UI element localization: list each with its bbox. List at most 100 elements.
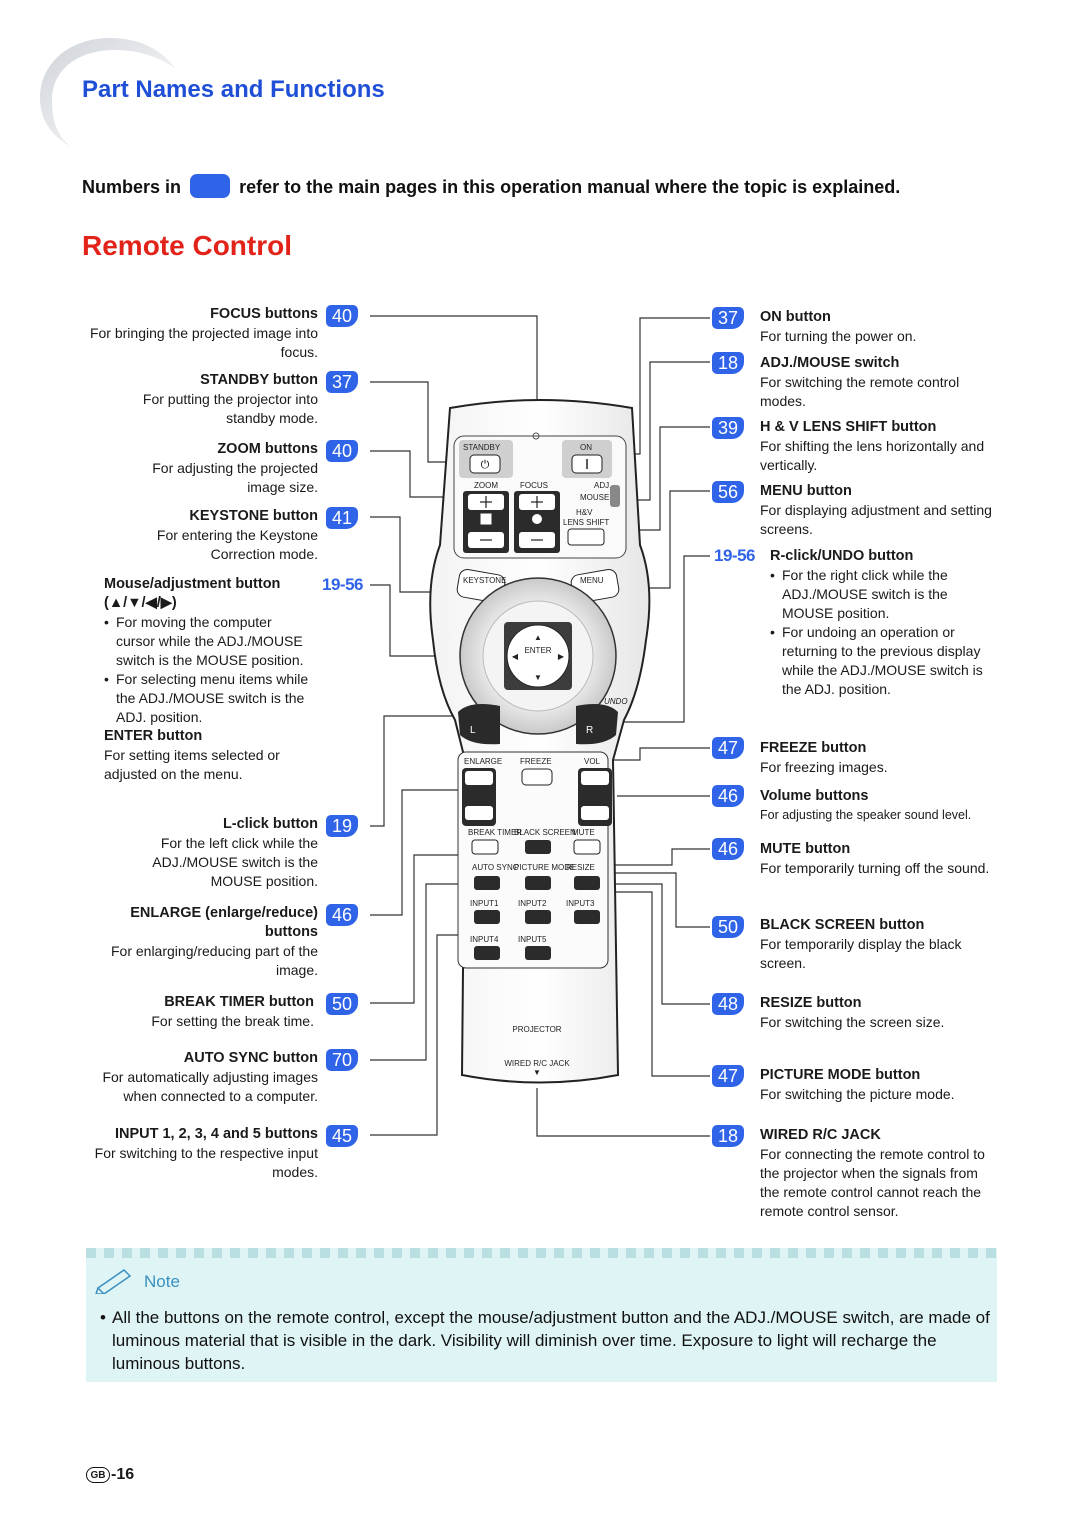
mute-button[interactable]	[573, 839, 601, 855]
page-badge: 46	[326, 904, 359, 926]
enlarge-minus-button[interactable]	[465, 806, 493, 820]
volume-plus-button[interactable]	[581, 771, 609, 785]
page-badge: 18	[712, 352, 745, 374]
page-badge: 37	[712, 307, 745, 329]
menu-button-label: MENU button For displaying adjustment an…	[760, 482, 1000, 539]
wired-jack-text: WIRED R/C JACK	[504, 1059, 570, 1068]
label-name: AUTO SYNC button	[183, 1050, 318, 1066]
standby-button[interactable]	[469, 454, 501, 474]
label-name: RESIZE button	[760, 995, 862, 1011]
label-name: KEYSTONE button	[189, 508, 318, 524]
r-click-undo-label: R-click/UNDO button For the right click …	[770, 547, 1000, 699]
page-badge: 50	[326, 993, 359, 1015]
power-icon: ⏻	[481, 458, 490, 471]
label-desc: For switching the picture mode.	[760, 1086, 955, 1102]
mute-button-label: MUTE button For temporarily turning off …	[760, 840, 1000, 878]
page-badge: 19	[326, 815, 359, 837]
auto-sync-text: AUTO SYNC	[472, 863, 519, 872]
page-badge: 46	[712, 785, 745, 807]
r-click-button[interactable]	[576, 704, 618, 745]
page-badge: 70	[326, 1049, 359, 1071]
resize-button[interactable]	[574, 876, 600, 890]
mute-text: MUTE	[572, 828, 595, 837]
label-name: BLACK SCREEN button	[760, 917, 925, 933]
black-screen-button[interactable]	[525, 840, 551, 854]
volume-minus-button[interactable]	[581, 806, 609, 820]
intro-before: Numbers in	[82, 177, 182, 197]
input2-button[interactable]	[525, 910, 551, 924]
break-timer-button[interactable]	[471, 839, 499, 855]
input2-text: INPUT2	[518, 899, 547, 908]
bullet: For the right click while the ADJ./MOUSE…	[770, 566, 1000, 623]
label-desc: For setting the break time.	[151, 1013, 314, 1029]
section-title: Part Names and Functions	[82, 76, 385, 103]
enlarge-plus-button[interactable]	[465, 771, 493, 785]
on-text: ON	[580, 443, 592, 452]
break-timer-label: BREAK TIMER button For setting the break…	[94, 993, 314, 1031]
label-desc: For turning the power on.	[760, 328, 917, 344]
resize-button-label: RESIZE button For switching the screen s…	[760, 994, 1000, 1032]
resize-text: RESIZE	[566, 863, 595, 872]
input-buttons-label: INPUT 1, 2, 3, 4 and 5 buttons For switc…	[68, 1125, 318, 1182]
l-click-button[interactable]	[458, 704, 500, 745]
input3-button[interactable]	[574, 910, 600, 924]
input5-button[interactable]	[525, 946, 551, 960]
auto-sync-button[interactable]	[474, 876, 500, 890]
enlarge-text: ENLARGE	[464, 757, 502, 766]
break-timer-text: BREAK TIMER	[468, 828, 522, 837]
label-name: ENLARGE (enlarge/reduce)	[130, 905, 318, 921]
adj-mouse-switch[interactable]	[610, 485, 620, 507]
lens-shift-button[interactable]	[567, 528, 605, 546]
keystone-button-label: KEYSTONE button For entering the Keyston…	[118, 507, 318, 564]
freeze-button[interactable]	[521, 768, 553, 786]
undo-text: UNDO	[604, 697, 628, 706]
label-desc: For displaying adjustment and setting sc…	[760, 502, 992, 537]
r-text: R	[586, 725, 593, 736]
label-name-2: buttons	[264, 924, 318, 940]
jack-arrow-icon: ▼	[533, 1068, 541, 1077]
bullet: For selecting menu items while the ADJ./…	[104, 670, 314, 727]
input1-text: INPUT1	[470, 899, 499, 908]
zoom-text: ZOOM	[474, 481, 498, 490]
input4-button[interactable]	[474, 946, 500, 960]
l-text: L	[470, 725, 476, 736]
freeze-button-label: FREEZE button For freezing images.	[760, 739, 1000, 777]
input3-text: INPUT3	[566, 899, 595, 908]
projector-text: PROJECTOR	[512, 1025, 561, 1034]
note-box: Note All the buttons on the remote contr…	[86, 1248, 997, 1382]
label-desc: For switching to the respective input mo…	[94, 1145, 318, 1180]
input5-text: INPUT5	[518, 935, 547, 944]
label-name: R-click/UNDO button	[770, 548, 914, 564]
enter-button-desc: For setting items selected or adjusted o…	[104, 747, 280, 782]
lens-shift-text: LENS SHIFT	[563, 518, 609, 527]
vol-text: VOL	[584, 757, 601, 766]
label-desc: For adjusting the projected image size.	[152, 460, 318, 495]
label-name: STANDBY button	[200, 372, 318, 388]
picture-mode-text: PICTURE MODE	[514, 863, 575, 872]
label-name: ON button	[760, 309, 831, 325]
focus-buttons-label: FOCUS buttons For bringing the projected…	[78, 305, 318, 362]
keystone-text: KEYSTONE	[463, 576, 506, 585]
label-name: MENU button	[760, 483, 852, 499]
black-screen-label: BLACK SCREEN button For temporarily disp…	[760, 916, 1000, 973]
enlarge-buttons-label: ENLARGE (enlarge/reduce) buttons For enl…	[68, 904, 318, 980]
label-desc: For shifting the lens horizontally and v…	[760, 438, 985, 473]
note-text: All the buttons on the remote control, e…	[100, 1306, 990, 1375]
label-name: INPUT 1, 2, 3, 4 and 5 buttons	[114, 1126, 318, 1142]
auto-sync-label: AUTO SYNC button For automatically adjus…	[68, 1049, 318, 1106]
input1-button[interactable]	[474, 910, 500, 924]
page-badge: 40	[326, 305, 359, 327]
on-button-label: ON button For turning the power on.	[760, 308, 1000, 346]
page-badge: 41	[326, 507, 359, 529]
picture-mode-label: PICTURE MODE button For switching the pi…	[760, 1066, 1000, 1104]
label-name: MUTE button	[760, 841, 851, 857]
picture-mode-button[interactable]	[525, 876, 551, 890]
enter-button[interactable]	[506, 624, 570, 688]
standby-text: STANDBY	[463, 443, 501, 452]
pencil-icon	[95, 1269, 132, 1294]
label-name: FREEZE button	[760, 740, 867, 756]
label-desc: For automatically adjusting images when …	[102, 1069, 318, 1104]
down-arrow-icon: ▼	[534, 673, 542, 682]
region-badge: GB	[86, 1467, 110, 1483]
